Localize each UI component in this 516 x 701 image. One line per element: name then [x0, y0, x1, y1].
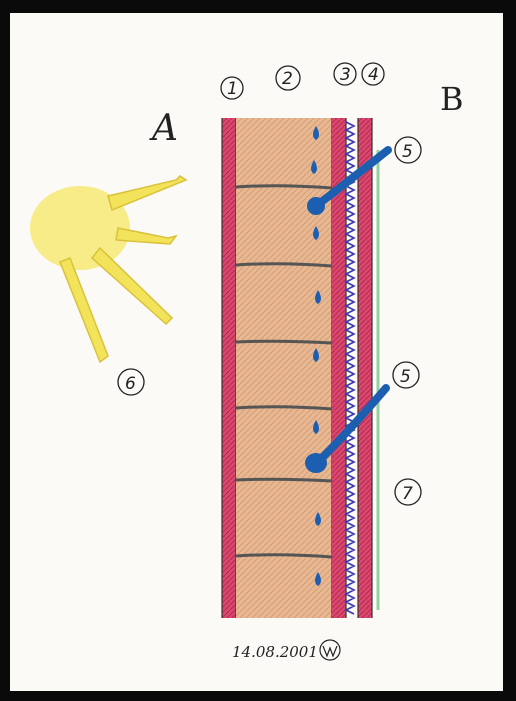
label-side-a: A [149, 108, 178, 149]
layer-1-membrane [222, 118, 236, 618]
label-n6: 6 [125, 374, 136, 394]
sun-icon [30, 176, 186, 362]
label-n3: 3 [340, 65, 351, 85]
label-n1: 1 [227, 79, 238, 99]
layer-4-membrane [358, 118, 372, 618]
label-side-b: B [440, 80, 464, 118]
layer-3-coil [346, 122, 354, 614]
layer-2-insulation [236, 118, 332, 618]
signature-date: 14.08.2001 [232, 643, 318, 661]
signature: 14.08.2001 [232, 640, 340, 661]
label-n4: 4 [368, 65, 379, 85]
label-n7: 7 [402, 484, 413, 504]
label-n5-bottom: 5 [400, 367, 411, 387]
label-n5-top: 5 [402, 142, 413, 162]
label-n2: 2 [282, 69, 293, 89]
wall-layers [222, 118, 378, 618]
